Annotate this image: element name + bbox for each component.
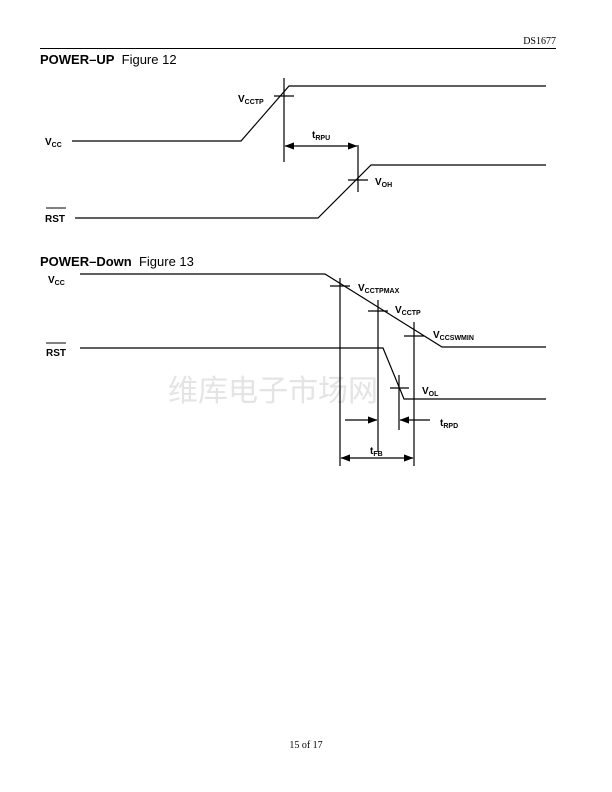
fig13-trpd-label: tRPD — [440, 418, 458, 430]
fig13-rst-waveform — [80, 347, 546, 400]
fig12-rst-label: RST — [45, 214, 65, 225]
document-id: DS1677 — [523, 36, 556, 47]
figure13-title: POWER–Down Figure 13 — [40, 254, 194, 269]
fig13-rst-label: RST — [46, 348, 66, 359]
fig12-rst-waveform — [75, 164, 546, 219]
page-number: 15 of 17 — [289, 740, 323, 751]
fig13-tfb-label: tFB — [370, 446, 383, 458]
fig13-vcc-waveform — [80, 273, 546, 348]
fig12-vcctp-label: VCCTP — [238, 94, 264, 106]
fig12-vcc-waveform — [72, 85, 546, 142]
watermark: 维库电子市场网 — [168, 374, 378, 409]
fig13-vcc-label: VCC — [48, 275, 65, 287]
fig12-vcc-label: VCC — [45, 137, 62, 149]
fig13-vcctpmax-label: VCCTPMAX — [358, 283, 400, 295]
fig13-vol-label: VOL — [422, 386, 439, 398]
fig12-trpu-label: tRPU — [312, 130, 330, 142]
fig13-vcctp-label: VCCTP — [395, 305, 421, 317]
fig12-voh-label: VOH — [375, 177, 392, 189]
figure12-title: POWER–UP Figure 12 — [40, 52, 177, 67]
header-rule — [40, 48, 556, 49]
fig13-vccswmin-label: VCCSWMIN — [433, 330, 474, 342]
